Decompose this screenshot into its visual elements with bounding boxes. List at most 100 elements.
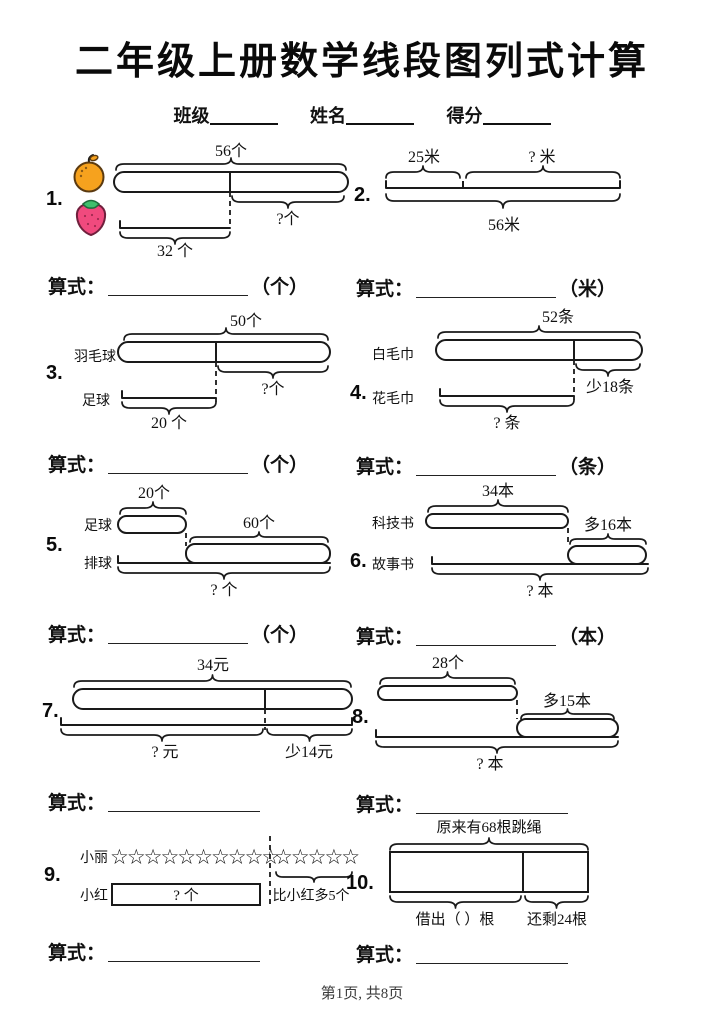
score-blank [482, 107, 551, 125]
problem-2-diagram: 25米 ? 米 56米 [385, 148, 621, 234]
problem-9-diagram: 小丽 ☆☆☆☆☆☆☆☆☆☆ ☆☆☆☆☆ 小红 ? 个 比小红多5个 [80, 836, 361, 906]
p2-left-label: 25米 [408, 148, 440, 166]
p7-right-brace [266, 728, 353, 742]
equation-1-label: 算式： [48, 277, 106, 298]
equation-3: 算式：（个） [48, 450, 308, 477]
equation-7-label: 算式： [48, 793, 106, 814]
equation-2-blank [416, 281, 557, 298]
p3-row2-label: 足球 [82, 393, 110, 409]
p1-question-label: ?个 [276, 210, 299, 228]
p2-right-label: ? 米 [528, 148, 555, 166]
p4-diff-label: 少18条 [586, 378, 634, 396]
p8-part-label: 28个 [432, 654, 464, 672]
equation-4-blank [416, 459, 557, 476]
p3-row1-label: 羽毛球 [74, 349, 116, 365]
equation-7: 算式： [48, 788, 263, 815]
p5-volleyball-bar [185, 543, 331, 564]
p3-soccer-line [121, 390, 217, 399]
page-footer: 第1页, 共8页 [320, 986, 404, 1002]
equation-6-label: 算式： [356, 627, 414, 648]
problem-10-number: 10. [346, 872, 374, 894]
p4-right-brace [575, 363, 641, 377]
p6-story-line [431, 556, 649, 565]
problem-2-number: 2. [354, 184, 371, 206]
equation-6-unit: （本） [559, 627, 617, 648]
equation-10: 算式： [356, 940, 571, 967]
p7-left-brace [60, 728, 264, 742]
p8-bottom-bar [516, 718, 619, 738]
p1-part-label: 32 个 [157, 242, 193, 260]
p9-box-label: ? 个 [173, 887, 198, 904]
p8-bottom-brace [375, 740, 619, 754]
equation-3-unit: （个） [251, 455, 309, 476]
p1-top-brace [115, 157, 347, 171]
p7-question-label: ? 元 [151, 744, 178, 761]
problem-8-diagram: 28个 多15本 ? 本 [375, 654, 619, 773]
problem-9-number: 9. [44, 864, 61, 886]
p4-total-label: 52条 [542, 308, 574, 326]
problem-4-diagram: 52条 白毛巾 少18条 花毛巾 ? 条 [372, 308, 643, 432]
p6-row1-label: 科技书 [372, 516, 414, 532]
p3-top-brace [123, 327, 329, 341]
equation-3-blank [108, 457, 249, 474]
p3-question-label: ?个 [261, 380, 284, 398]
p5-small-brace [119, 501, 187, 515]
p9-row1-label: 小丽 [80, 850, 108, 866]
p4-flower-towel-line [439, 388, 575, 397]
p4-row2-label: 花毛巾 [372, 391, 414, 407]
p8-question-label: ? 本 [476, 755, 503, 773]
equation-5-blank [108, 627, 249, 644]
name-blank [346, 107, 414, 125]
p3-part-label: 20 个 [151, 414, 187, 432]
p7-total-label: 34元 [197, 657, 229, 674]
p7-bottom-line [60, 717, 353, 726]
p4-row1-label: 白毛巾 [372, 347, 414, 363]
p2-bottom-brace [385, 193, 621, 209]
problem-3-diagram: 50个 羽毛球 ?个 足球 20 个 [74, 312, 331, 432]
p1-strawberry-line [119, 220, 231, 229]
p3-total-label: 50个 [230, 312, 262, 330]
p8-top-brace [379, 671, 516, 685]
p4-bottom-brace [439, 399, 575, 413]
class-label: 班级 [173, 106, 210, 126]
problem-6-number: 6. [350, 550, 367, 572]
p6-row2-label: 故事书 [372, 557, 414, 573]
p5-volleyball-line [117, 555, 331, 564]
p10-lent-label: 借出（ ）根 [416, 911, 495, 928]
p1-total-label: 56个 [215, 142, 247, 160]
equation-5: 算式：（个） [48, 620, 308, 647]
equation-4-unit: （条） [559, 457, 617, 478]
p5-part-label: 20个 [138, 484, 170, 502]
problem-4-number: 4. [350, 382, 367, 404]
problem-1-number: 1. [46, 188, 63, 210]
p10-total-label: 原来有68根跳绳 [436, 819, 541, 836]
equation-1-unit: （个） [251, 277, 309, 298]
p4-question-label: ? 条 [493, 414, 520, 432]
p9-box [111, 883, 261, 906]
p6-right-brace [569, 533, 647, 545]
p9-row2-label: 小红 [80, 888, 108, 904]
class-blank [209, 107, 278, 125]
equation-10-label: 算式： [356, 945, 414, 966]
equation-2: 算式：（米） [356, 274, 616, 301]
p2-right-brace [465, 165, 621, 179]
p9-stars-left: ☆☆☆☆☆☆☆☆☆☆ [110, 845, 279, 869]
equation-4-label: 算式： [356, 457, 414, 478]
equation-1: 算式： （个） [48, 272, 308, 299]
problem-1-diagram: 56个 ?个 32 个 [113, 142, 349, 260]
p3-badminton-bar [117, 341, 331, 363]
p10-box [389, 851, 589, 893]
p8-right-brace [520, 708, 615, 720]
p5-row2-label: 排球 [84, 556, 112, 572]
p2-total-label: 56米 [488, 216, 520, 234]
equation-7-blank [108, 795, 261, 812]
p5-extra-label: 60个 [243, 514, 275, 532]
p3-right-brace [217, 365, 329, 379]
equation-5-unit: （个） [251, 625, 309, 646]
problem-5-number: 5. [46, 534, 63, 556]
p9-right-brace [275, 871, 353, 883]
problem-6-diagram: 34本 科技书 多16本 故事书 ? 本 [372, 482, 649, 600]
p5-bottom-brace [117, 566, 331, 580]
p7-diff-label: 少14元 [285, 743, 333, 761]
